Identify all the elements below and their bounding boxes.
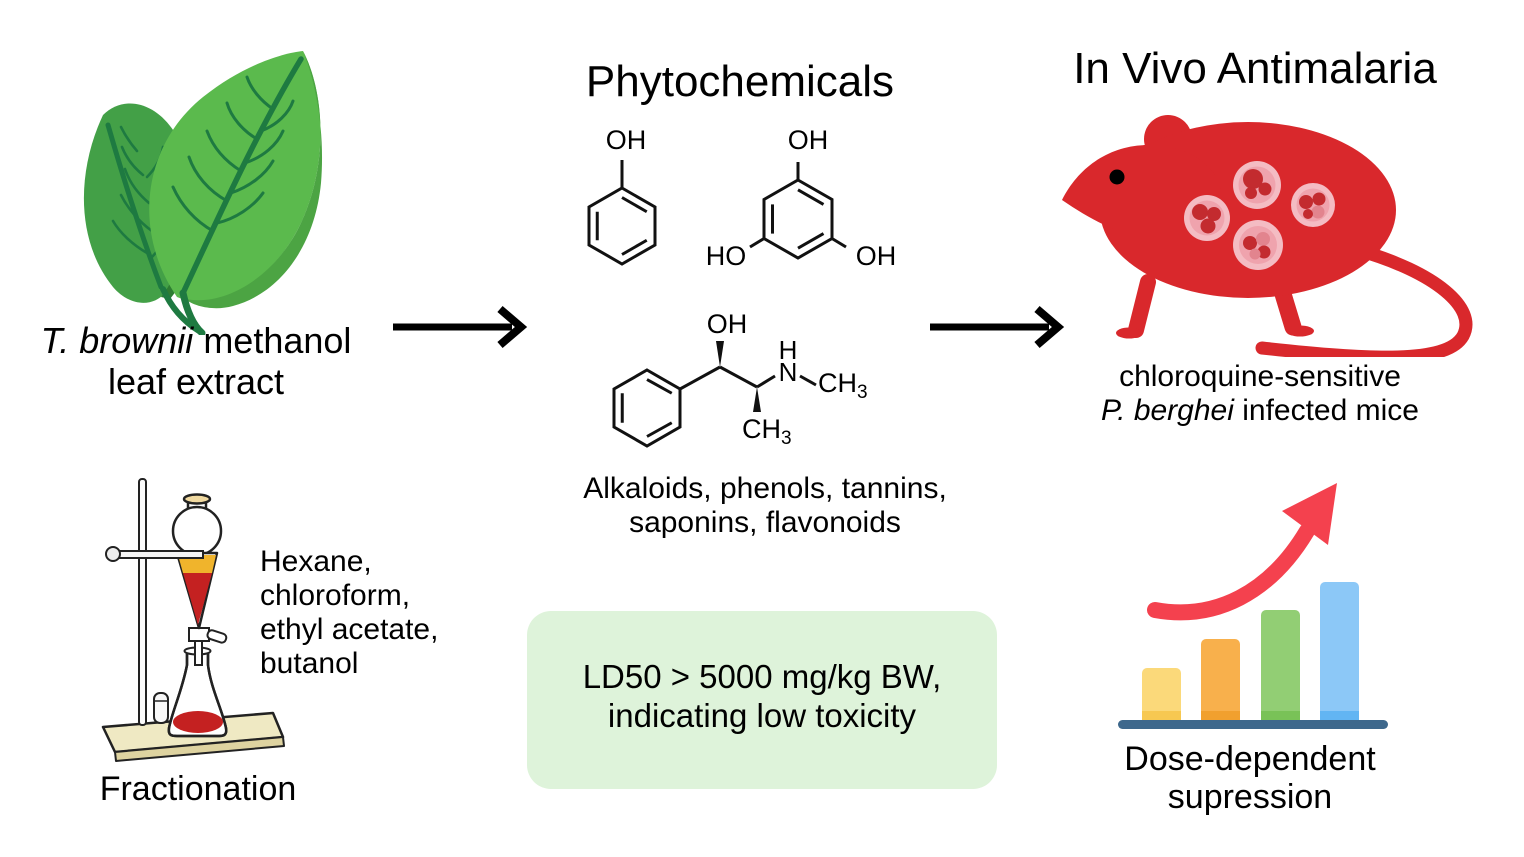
extract-label-rest: methanol xyxy=(193,320,352,361)
ephedrine-n-label: N xyxy=(778,357,798,387)
ephedrine-ch3-right-label: CH3 xyxy=(818,368,868,404)
solvent-list: Hexane, chloroform, ethyl acetate, butan… xyxy=(260,545,490,681)
pberghei-name: P. berghei xyxy=(1101,394,1234,427)
phenol-oh-label: OH xyxy=(605,125,647,155)
invivo-title: In Vivo Antimalaria xyxy=(1073,44,1437,93)
solvent-item: ethyl acetate, xyxy=(260,613,439,646)
phytochemicals-title: Phytochemicals xyxy=(585,57,895,106)
bar-3 xyxy=(1261,610,1300,720)
phloroglucinol-oh-top-label: OH xyxy=(787,125,829,155)
phytochemical-classes: Alkaloids, phenols, tannins, saponins, f… xyxy=(583,472,947,539)
ephedrine-oh-label: OH xyxy=(706,309,748,339)
suppression-caption: Dose-dependent supression xyxy=(1124,740,1376,816)
infected-mouse-icon xyxy=(1062,115,1473,357)
extract-label-line2: leaf extract xyxy=(107,361,285,402)
leaf-icon xyxy=(83,51,323,335)
phloroglucinol-structure xyxy=(749,162,847,260)
arrow-right-icon xyxy=(930,305,1065,349)
ephedrine-h-label: H xyxy=(778,335,798,365)
extract-label: T. brownii methanol leaf extract xyxy=(10,320,382,402)
separating-funnel-icon xyxy=(101,478,285,762)
growth-arrow-icon xyxy=(1147,483,1337,621)
parasitized-cells xyxy=(1184,161,1335,270)
phloroglucinol-oh-right-label: OH xyxy=(855,241,897,271)
phenol-structure xyxy=(587,160,657,266)
ephedrine-ch3-bottom-label: CH3 xyxy=(742,414,792,450)
ephedrine-structure xyxy=(612,341,817,448)
fractionation-caption: Fractionation xyxy=(99,770,297,808)
species-name: T. brownii xyxy=(40,320,194,361)
solvent-item: chloroform, xyxy=(260,579,411,612)
toxicity-text: LD50 > 5000 mg/kg BW, indicating low tox… xyxy=(582,658,942,734)
bar-2 xyxy=(1201,639,1240,720)
phloroglucinol-ho-label: HO xyxy=(705,241,747,271)
chart-baseline xyxy=(1118,720,1388,729)
bar-chart-icon xyxy=(1118,483,1388,729)
bar-1 xyxy=(1142,668,1181,720)
invivo-caption: chloroquine-sensitive P. berghei infecte… xyxy=(1101,360,1419,427)
arrow-right-icon xyxy=(393,305,528,349)
toxicity-box: LD50 > 5000 mg/kg BW, indicating low tox… xyxy=(527,611,997,789)
solvent-item: butanol xyxy=(260,647,359,680)
bar-4 xyxy=(1320,582,1359,720)
solvent-item: Hexane, xyxy=(260,545,372,578)
